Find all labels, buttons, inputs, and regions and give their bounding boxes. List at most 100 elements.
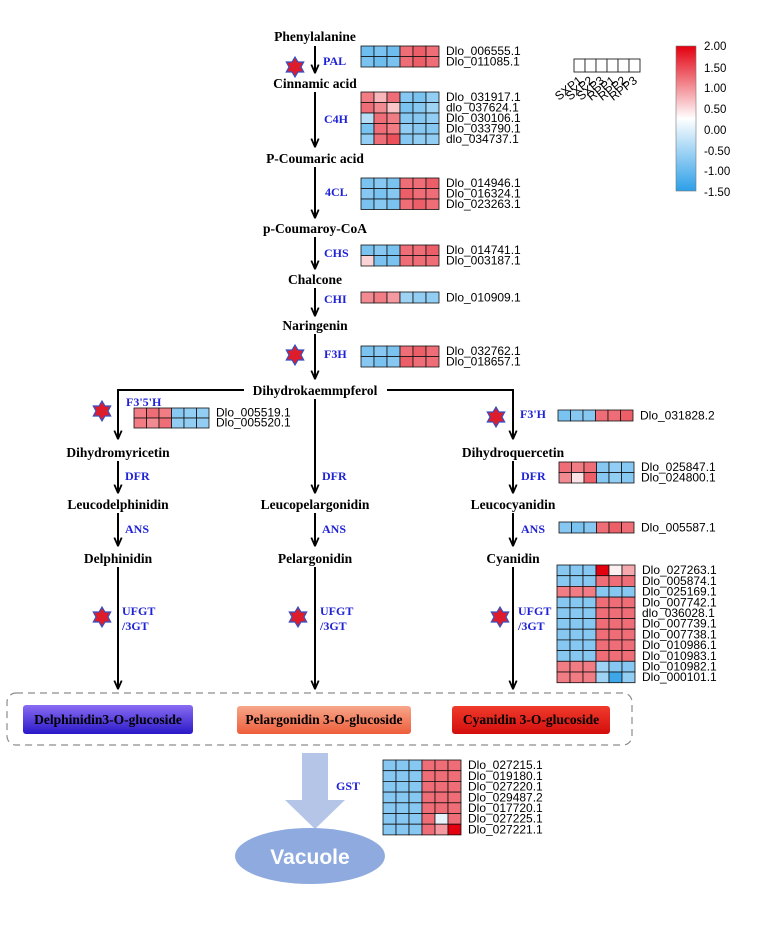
- heatmap-cell: [133, 407, 147, 419]
- heatmap-cell: [408, 823, 423, 836]
- heatmap-cell: [171, 417, 185, 429]
- heatmap-cell: [360, 356, 375, 368]
- gene-label: Dlo_005520.1: [216, 416, 291, 430]
- heatmap-cell: [412, 198, 427, 210]
- heatmap-cell: [373, 255, 388, 267]
- enzyme-f35h: F3'5'H: [126, 395, 162, 409]
- heatmap-cell: [360, 133, 375, 145]
- compound-cyanidin: Cyanidin: [486, 551, 540, 566]
- heatmap-cell: [158, 407, 172, 419]
- heatmap-cell: [569, 596, 584, 609]
- gene-label: Dlo_010986.1: [642, 638, 717, 652]
- heatmap-cell: [412, 45, 427, 57]
- heatmap-cell: [373, 244, 388, 256]
- gene-label: Dlo_005519.1: [216, 406, 291, 420]
- heatmap-cell: [399, 291, 414, 304]
- heatmap-cell: [386, 123, 401, 135]
- compound-cinnamic-acid: Cinnamic acid: [273, 76, 357, 91]
- heatmap-cell: [133, 417, 147, 429]
- enzyme-ufgt-right-2: /3GT: [517, 619, 545, 633]
- heatmap-cell: [421, 781, 436, 793]
- heatmap-cell: [595, 607, 610, 619]
- heatmap-cell: [595, 618, 610, 630]
- heatmap-cell: [621, 628, 636, 641]
- heatmap-cell: [373, 356, 388, 368]
- heatmap-cell: [373, 91, 388, 103]
- heatmap-cell: [146, 407, 160, 419]
- heatmap-cell: [569, 671, 584, 684]
- color-scale-tick: 0.00: [704, 125, 726, 137]
- heatmap-cell: [373, 56, 388, 68]
- enzyme-dfr-right: DFR: [521, 469, 546, 483]
- delphinidin-glucoside-box: [23, 705, 193, 734]
- sample-legend-box: [617, 58, 630, 73]
- heatmap-cell: [608, 521, 622, 534]
- heatmap-cell: [608, 596, 623, 609]
- heatmap-cell: [373, 198, 388, 210]
- heatmap-cell: [583, 461, 597, 473]
- heatmap-cell: [412, 91, 427, 103]
- heatmap-cell: [621, 660, 636, 673]
- compound-leucodelphinidin: Leucodelphinidin: [67, 497, 169, 512]
- heatmap-cell: [621, 472, 635, 484]
- heatmap-cell: [386, 356, 401, 368]
- enzyme-ans-left: ANS: [125, 522, 149, 536]
- heatmap-ans: Dlo_005587.1: [558, 521, 716, 535]
- heatmap-cell: [373, 345, 388, 357]
- color-scale-tick: -1.50: [704, 187, 730, 199]
- heatmap-cell: [621, 461, 635, 473]
- gene-label: Dlo_007739.1: [642, 617, 717, 631]
- heatmap-cell: [425, 45, 440, 57]
- gene-label: Dlo_003187.1: [446, 254, 521, 268]
- heatmap-cell: [595, 639, 610, 652]
- heatmap-cell: [556, 660, 571, 673]
- color-scale-tick: -1.00: [704, 166, 730, 178]
- heatmap-cell: [569, 618, 584, 630]
- color-scale-tick: -0.50: [704, 146, 730, 158]
- heatmap-cell: [386, 198, 401, 210]
- heatmap-cell: [382, 759, 397, 772]
- heatmap-cell: [595, 650, 610, 662]
- heatmap-cell: [595, 575, 610, 587]
- heatmap-cell: [395, 781, 410, 793]
- enzyme-ufgt-center-2: /3GT: [319, 619, 347, 633]
- enzyme-4cl: 4CL: [325, 185, 348, 199]
- heatmap-cell: [569, 639, 584, 652]
- compound-phenylalanine: Phenylalanine: [274, 29, 356, 44]
- heatmap-cell: [608, 628, 623, 641]
- heatmap-cell: [360, 188, 375, 200]
- compound-delphinidin: Delphinidin: [84, 551, 153, 566]
- compound-chalcone: Chalcone: [288, 272, 342, 287]
- star-ufgt-left: [92, 605, 112, 629]
- enzyme-ans-center: ANS: [322, 522, 346, 536]
- heatmap-cell: [408, 781, 423, 793]
- heatmap-cell: [382, 791, 397, 804]
- pelargonidin-glucoside-label: Pelargonidin 3-O-glucoside: [245, 712, 402, 727]
- heatmap-cell: [556, 671, 571, 684]
- heatmap-cell: [569, 564, 584, 577]
- heatmap-cell: [556, 607, 571, 619]
- heatmap-cell: [569, 660, 584, 673]
- heatmap-cell: [412, 291, 427, 304]
- sample-legend-box: [573, 58, 586, 73]
- heatmap-cell: [421, 802, 436, 814]
- heatmap-cell: [447, 759, 462, 772]
- compound-labels: Phenylalanine Cinnamic acid P-Coumaric a…: [66, 29, 564, 566]
- gene-label: dlo_034737.1: [446, 132, 519, 146]
- heatmap-cell: [183, 407, 197, 419]
- heatmap-cell: [399, 255, 414, 267]
- gene-label: Dlo_027220.1: [468, 780, 543, 794]
- enzyme-dfr-center: DFR: [322, 469, 347, 483]
- heatmap-cell: [360, 177, 375, 189]
- heatmap-cell: [395, 759, 410, 772]
- heatmap-cell: [582, 596, 597, 609]
- gene-label: Dlo_014741.1: [446, 243, 521, 257]
- heatmap-cell: [434, 802, 449, 814]
- heatmap-cell: [582, 639, 597, 652]
- heatmap-cell: [386, 188, 401, 200]
- heatmap-cell: [412, 188, 427, 200]
- heatmap-cell: [569, 628, 584, 641]
